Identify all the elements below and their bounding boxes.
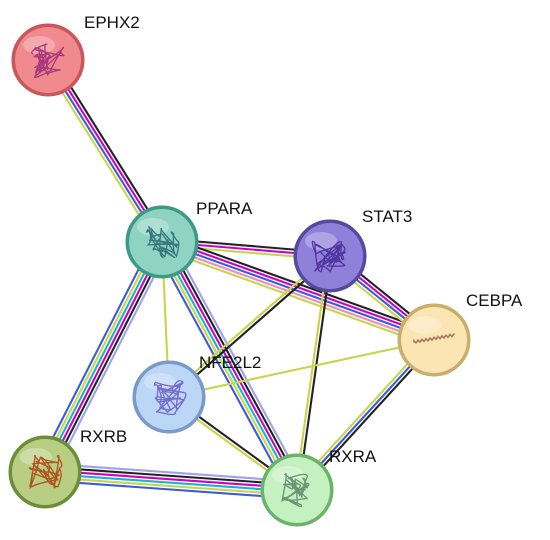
- node-highlight: [409, 316, 441, 334]
- edge-evidence-line: [39, 239, 159, 471]
- node-label-rxrb: RXRB: [80, 427, 127, 446]
- node-ring: [8, 435, 82, 509]
- edge-evidence-line: [45, 469, 298, 490]
- node-stat3[interactable]: STAT3: [293, 207, 413, 293]
- edge-evidence-line: [44, 476, 297, 497]
- node-label-stat3: STAT3: [362, 207, 412, 226]
- edge-evidence-line: [165, 239, 303, 489]
- edge-evidence-line: [168, 237, 306, 487]
- edge-evidence-line: [156, 243, 294, 493]
- node-cebpa[interactable]: CEBPA: [397, 291, 524, 377]
- edge-evidence-line: [162, 237, 436, 338]
- edge-cebpa-nfe2l2[interactable]: [168, 338, 435, 399]
- node-ring: [397, 303, 471, 377]
- edge-evidence-line: [159, 242, 297, 492]
- protein-structure-icon: [281, 473, 310, 508]
- node-label-ephx2: EPHX2: [84, 13, 140, 32]
- edge-rxrb-rxra[interactable]: [44, 462, 298, 500]
- node-nfe2l2[interactable]: NFE2L2: [132, 353, 262, 434]
- node-ring: [11, 23, 85, 97]
- edge-evidence-line: [161, 241, 435, 341]
- node-label-cebpa: CEBPA: [466, 291, 523, 310]
- edge-evidence-line: [168, 338, 435, 399]
- edge-evidence-line: [297, 256, 333, 491]
- edge-evidence-line: [51, 245, 171, 477]
- node-circle: [297, 223, 363, 289]
- protein-structure-icon: [311, 240, 346, 273]
- edge-evidence-line: [160, 244, 434, 345]
- node-ppara[interactable]: PPARA: [125, 199, 254, 279]
- node-label-rxra: RXRA: [329, 447, 377, 466]
- edge-evidence-line: [153, 245, 291, 495]
- edge-evidence-line: [44, 479, 297, 500]
- node-ring: [293, 219, 367, 293]
- protein-structure-icon: [28, 454, 63, 489]
- edge-evidence-line: [162, 240, 300, 490]
- edge-evidence-line: [42, 240, 162, 472]
- edge-ppara-cebpa[interactable]: [159, 234, 437, 348]
- node-rxra[interactable]: RXRA: [260, 447, 377, 527]
- protein-structure-icon: [145, 225, 180, 259]
- node-ring: [125, 205, 199, 279]
- edge-evidence-line: [36, 237, 156, 469]
- node-highlight: [144, 373, 176, 391]
- node-circle: [401, 307, 467, 373]
- node-label-ppara: PPARA: [196, 199, 253, 218]
- node-label-nfe2l2: NFE2L2: [199, 353, 261, 372]
- edge-evidence-line: [45, 462, 298, 483]
- edge-evidence-line: [45, 465, 298, 486]
- protein-structure-icon: [31, 43, 65, 79]
- node-highlight: [23, 36, 55, 54]
- edge-ppara-rxra[interactable]: [153, 237, 306, 495]
- edge-evidence-line: [44, 472, 297, 493]
- node-ephx2[interactable]: EPHX2: [11, 13, 140, 97]
- edge-stat3-rxra[interactable]: [294, 255, 333, 491]
- protein-structure-icon: [413, 333, 455, 345]
- node-ring: [132, 360, 206, 434]
- protein-structure-icon: [153, 379, 187, 416]
- edge-evidence-line: [294, 255, 330, 490]
- node-rxrb[interactable]: RXRB: [8, 427, 128, 509]
- edge-ppara-rxrb[interactable]: [36, 237, 171, 477]
- edge-evidence-line: [159, 247, 433, 348]
- edge-evidence-line: [48, 243, 168, 475]
- edge-evidence-line: [45, 242, 165, 474]
- node-ring: [260, 453, 334, 527]
